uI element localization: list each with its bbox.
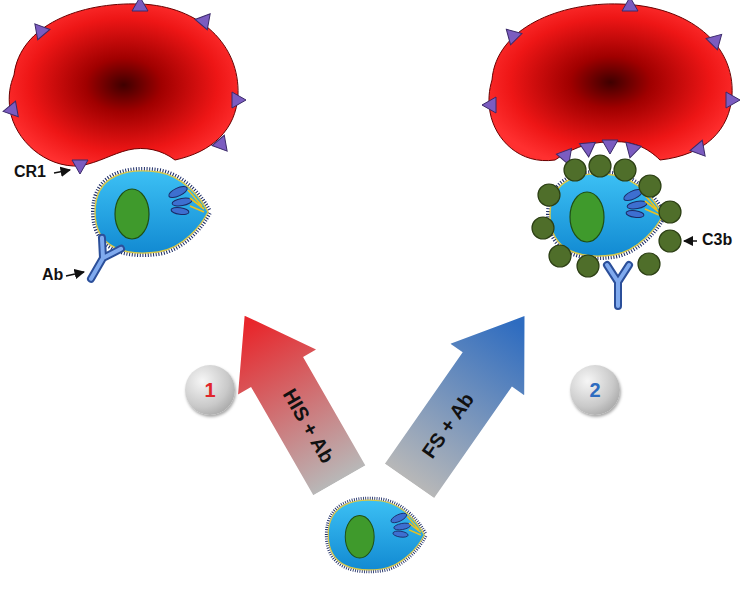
part-label: CR1 (12, 163, 48, 181)
antibody (607, 265, 629, 306)
part-label: Ab (40, 266, 65, 284)
c3b-deposits (532, 155, 681, 277)
step-number-circle: 1 (185, 365, 235, 415)
step-number: 2 (589, 379, 600, 402)
leader-line (684, 240, 697, 242)
antibody (81, 238, 121, 285)
step-number-circle: 2 (570, 365, 620, 415)
cr1-receptors (2, 0, 246, 174)
arrow-body (206, 293, 379, 503)
red-blood-cell (9, 4, 238, 166)
leader-line (66, 272, 84, 276)
merozoite (328, 500, 424, 570)
cr1-receptors (482, 0, 740, 167)
part-label: C3b (700, 231, 734, 249)
process-arrow: FS + Ab (373, 290, 562, 506)
merozoite (95, 171, 208, 253)
arrow-body (373, 290, 562, 506)
step-number: 1 (204, 379, 215, 402)
red-blood-cell (489, 4, 732, 161)
merozoite (550, 174, 663, 256)
leader-line (54, 170, 70, 173)
